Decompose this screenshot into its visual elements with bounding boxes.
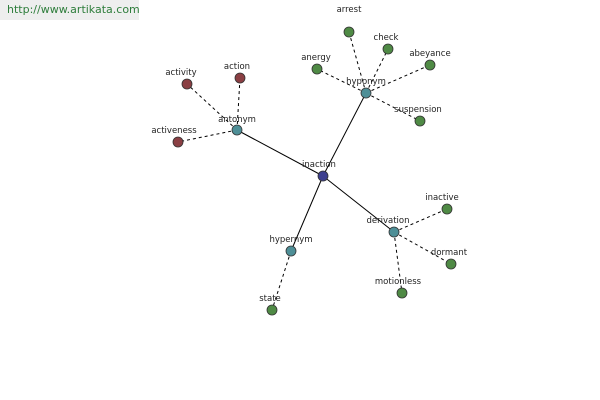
edge-inaction-hypernym [290, 175, 324, 252]
edge-antonym-activeness [177, 129, 238, 143]
node-dormant[interactable] [445, 258, 457, 270]
nodes-layer [172, 26, 457, 316]
node-label-activeness[interactable]: activeness [151, 126, 197, 136]
node-label-anergy[interactable]: anergy [301, 53, 331, 63]
edge-inaction-hyponym [322, 92, 367, 177]
node-label-inactive[interactable]: inactive [425, 193, 459, 203]
node-label-derivation[interactable]: derivation [366, 216, 409, 226]
node-label-suspension[interactable]: suspension [394, 105, 442, 115]
node-label-dormant[interactable]: dormant [431, 248, 468, 258]
edge-hypernym-state [271, 250, 292, 311]
edge-derivation-motionless [393, 231, 403, 294]
node-motionless[interactable] [396, 287, 408, 299]
edge-inaction-antonym [236, 129, 324, 177]
node-label-check[interactable]: check [374, 33, 399, 43]
node-hypernym[interactable] [285, 245, 297, 257]
node-label-inaction[interactable]: inaction [302, 160, 336, 170]
edge-hyponym-arrest [348, 31, 367, 94]
node-antonym[interactable] [231, 124, 243, 136]
node-abeyance[interactable] [424, 59, 436, 71]
edge-antonym-action [236, 77, 241, 131]
node-inaction[interactable] [317, 170, 329, 182]
node-state[interactable] [266, 304, 278, 316]
node-anergy[interactable] [311, 63, 323, 75]
edge-antonym-activity [186, 83, 238, 131]
node-derivation[interactable] [388, 226, 400, 238]
node-label-activity[interactable]: activity [165, 68, 196, 78]
node-activity[interactable] [181, 78, 193, 90]
edge-derivation-dormant [393, 231, 452, 265]
node-suspension[interactable] [414, 115, 426, 127]
node-label-hypernym[interactable]: hypernym [269, 235, 312, 245]
node-activeness[interactable] [172, 136, 184, 148]
edges-layer [177, 31, 452, 311]
node-inactive[interactable] [441, 203, 453, 215]
node-label-action[interactable]: action [224, 62, 250, 72]
node-label-arrest[interactable]: arrest [337, 5, 363, 15]
edge-derivation-inactive [393, 208, 448, 233]
node-action[interactable] [234, 72, 246, 84]
node-label-state[interactable]: state [259, 294, 281, 304]
edge-hyponym-check [365, 48, 389, 94]
labels-layer: inaction antonym hyponym derivation hypernym… [151, 5, 467, 304]
node-arrest[interactable] [343, 26, 355, 38]
edge-inaction-derivation [322, 175, 395, 233]
edge-hyponym-suspension [365, 92, 421, 122]
node-label-hyponym[interactable]: hyponym [346, 77, 386, 87]
node-label-abeyance[interactable]: abeyance [409, 49, 450, 59]
node-check[interactable] [382, 43, 394, 55]
node-label-motionless[interactable]: motionless [375, 277, 422, 287]
site-url-link[interactable]: http://www.artikata.com [0, 0, 140, 20]
node-label-antonym[interactable]: antonym [218, 115, 256, 125]
node-hyponym[interactable] [360, 87, 372, 99]
